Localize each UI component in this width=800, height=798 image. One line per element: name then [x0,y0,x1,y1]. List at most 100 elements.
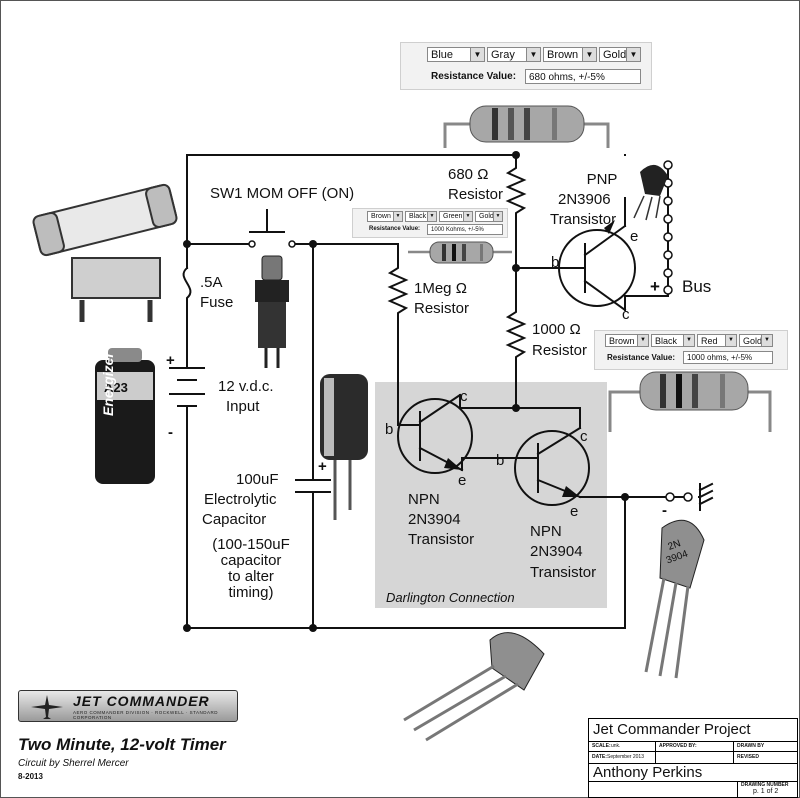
resistance-value-label: Resistance Value: [431,71,517,82]
resistance-value-field[interactable]: 680 ohms, +/-5% [525,69,641,84]
jet-commander-logo: JET COMMANDER AERO COMMANDER DIVISION · … [18,690,238,722]
drawing-number-label: DRAWING NUMBER [741,782,789,788]
chevron-down-icon: ▼ [637,335,648,346]
cap-value-label: 100uF [236,471,279,488]
darlington-label: Darlington Connection [386,590,515,605]
project-title: Jet Commander Project [593,721,751,738]
band-2-select[interactable]: Black▼ [651,334,695,347]
date-value: September 2013 [607,754,644,760]
chevron-down-icon: ▼ [493,212,502,221]
r1meg-symbol [387,243,409,426]
chevron-down-icon: ▼ [582,48,596,61]
approved-label: APPROVED BY: [659,743,697,749]
battery-input-label: Input [226,398,260,415]
q1-circle [397,398,473,474]
cap-name-label: Capacitor [202,511,267,528]
band-2-select[interactable]: Gray▼ [487,47,541,62]
band-1-select[interactable]: Brown▼ [367,211,403,222]
resistance-value-label: Resistance Value: [607,353,676,362]
logo-name: JET COMMANDER [73,693,210,709]
npn-illustration-right [644,519,705,679]
r1meg-value-label: 1Meg Ω [414,280,467,297]
band-4-select[interactable]: Gold▼ [739,334,773,347]
left-wire-bottom [186,419,626,629]
battery-symbol [169,367,205,407]
cap-type-label: Electrolytic [204,491,277,508]
r680-value-label: 680 Ω [448,166,489,183]
fuse-illustration [32,183,178,322]
band-3-select[interactable]: Red▼ [697,334,737,347]
band-1-select[interactable]: Blue▼ [427,47,485,62]
q1-collector-label: c [460,388,468,405]
scale-value: unk. [611,743,621,749]
pnp-illustration [633,164,668,221]
q1-name-label: Transistor [408,531,475,548]
q1-emitter-label: e [458,472,467,489]
ground-minus-label: - [662,502,667,519]
cap-note-2: capacitor [220,552,282,569]
chevron-down-icon: ▼ [626,48,640,61]
switch-label: SW1 MOM OFF (ON) [210,185,355,202]
q2-emitter-label: e [570,503,579,520]
resistor-1000-illustration [608,371,772,432]
resistance-value-field[interactable]: 1000 Kohms, +/-5% [427,224,503,235]
r1meg-name-label: Resistor [414,300,470,317]
q1-part-label: 2N3904 [408,511,461,528]
band-4-select[interactable]: Gold▼ [599,47,641,62]
bus-plus-label: + [650,277,660,296]
chevron-down-icon: ▼ [526,48,540,61]
title-block: Jet Commander Project SCALE: unk. APPROV… [588,718,798,798]
band-1-select[interactable]: Brown▼ [605,334,649,347]
ground-symbol [698,482,714,511]
fuse-label: Fuse [200,294,234,311]
capacitor-symbol [295,479,331,493]
switch-illustration [255,255,289,368]
logo-subtitle: AERO COMMANDER DIVISION · ROCKWELL · STA… [73,710,219,720]
battery-model-label: A23 [104,380,128,395]
resistor-calc-1meg: Brown▼ Black▼ Green▼ Gold▼ Resistance Va… [352,208,508,238]
band-4-select[interactable]: Gold▼ [475,211,503,222]
r1000-value-label: 1000 Ω [532,321,581,338]
pnp-base-label: b [551,254,560,271]
band-3-select[interactable]: Brown▼ [543,47,597,62]
band-2-select[interactable]: Black▼ [405,211,437,222]
battery-plus-label: + [166,352,175,369]
pnp-part-label: 2N3906 [558,191,611,208]
band-3-select[interactable]: Green▼ [439,211,473,222]
resistor-calc-680: Blue▼ Gray▼ Brown▼ Gold▼ Resistance Valu… [400,42,652,90]
drawing-credit: Circuit by Sherrel Mercer [18,758,129,769]
chevron-down-icon: ▼ [761,335,772,346]
q2-name-label: Transistor [530,564,597,581]
q2-collector-label: c [580,428,588,445]
page-number: p. 1 of 2 [753,788,779,795]
resistor-calc-1000: Brown▼ Black▼ Red▼ Gold▼ Resistance Valu… [594,330,788,370]
drawing-code: 8-2013 [18,772,43,781]
switch-symbol [249,209,285,233]
r1000-name-label: Resistor [532,342,588,359]
resistance-value-label: Resistance Value: [369,226,421,232]
q1-base-label: b [385,421,394,438]
q2-type-label: NPN [530,523,562,540]
battery-illustration [95,348,155,484]
resistor-680-illustration [443,105,610,148]
battery-minus-label: - [168,424,173,441]
pnp-type-label: PNP [586,171,618,188]
resistance-value-field[interactable]: 1000 ohms, +/-5% [683,351,773,364]
fuse-symbol [182,266,192,311]
author-name: Anthony Perkins [593,764,703,781]
revised-label: REVISED [737,754,759,760]
cap-note-4: timing) [228,584,274,601]
bus-label: Bus [682,277,712,296]
r680-symbol [505,154,527,301]
cap-note-1: (100-150uF [212,536,290,553]
q2-part-label: 2N3904 [530,543,583,560]
chevron-down-icon: ▼ [725,335,736,346]
scale-label: SCALE: [592,743,611,749]
pnp-emitter-label: e [630,228,639,245]
airplane-icon [31,695,63,719]
q1-type-label: NPN [408,491,440,508]
npn-illustration-bottom [403,632,545,742]
battery-voltage-label: 12 v.d.c. [218,378,274,395]
resistor-1meg-illustration [408,241,512,264]
battery-brand-label: Energizer [100,352,116,416]
